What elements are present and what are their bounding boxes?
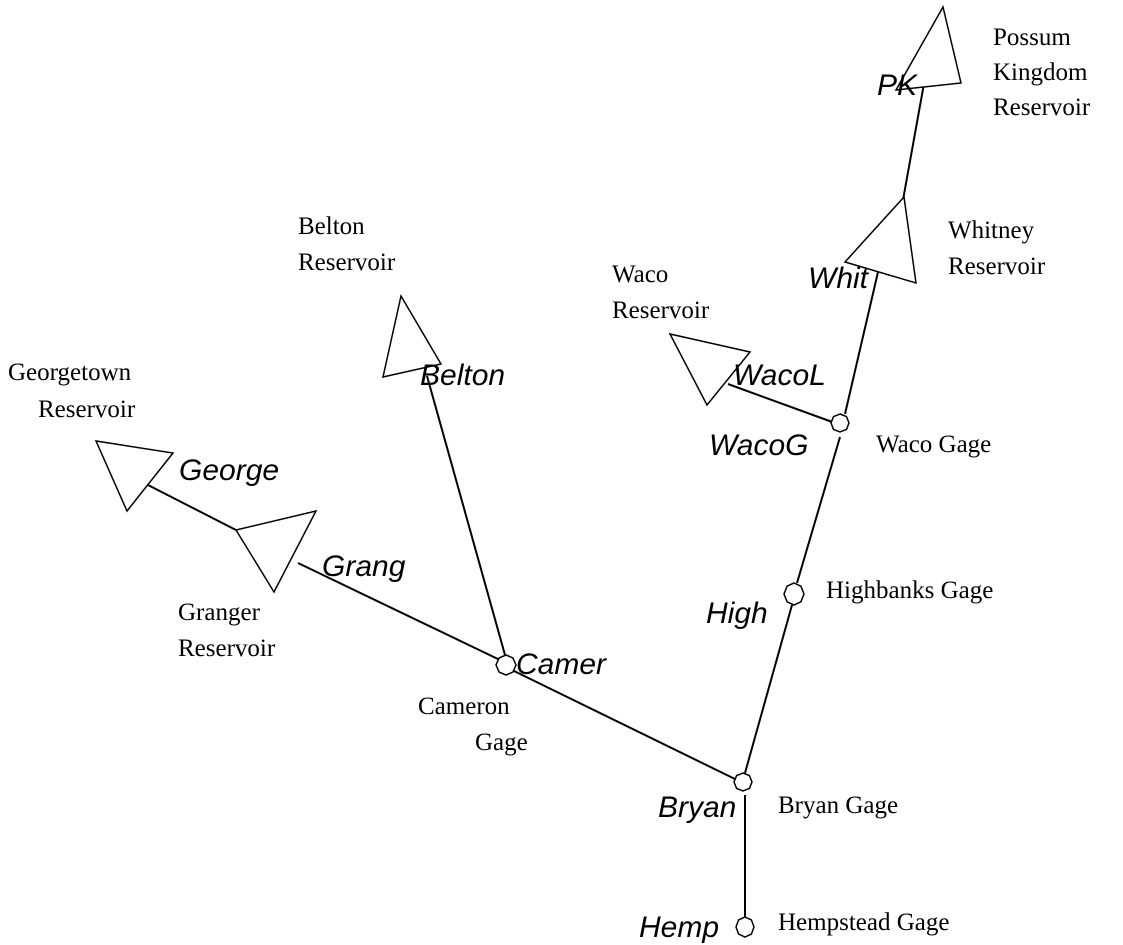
node-id-high: High	[706, 597, 768, 630]
reservoir-wacol	[668, 332, 752, 407]
gage-name-camer: Cameron Gage	[418, 693, 528, 756]
reservoir-george	[94, 440, 175, 513]
node-id-pk: PK	[877, 69, 919, 102]
node-id-bryan: Bryan	[658, 791, 736, 824]
node-id-grang: Grang	[322, 550, 406, 583]
reach-camer-bryan	[511, 669, 738, 781]
reservoir-triangle-icon	[234, 509, 318, 594]
reach-wacog-high	[796, 436, 841, 584]
gage-bryan	[733, 772, 753, 792]
reach-grang-camer	[297, 562, 501, 661]
gage-octagon-icon	[735, 916, 755, 938]
reach-george-grang	[145, 483, 237, 531]
node-id-wacog: WacoG	[709, 429, 808, 462]
reservoir-belton	[382, 293, 443, 378]
reservoir-name-wacol: Waco Reservoir	[612, 261, 710, 324]
node-id-wacol: WacoL	[733, 359, 826, 392]
reach-belton-camer	[426, 375, 506, 656]
gage-octagon-icon	[495, 654, 517, 676]
node-id-whit: Whit	[808, 262, 870, 295]
node-id-george: George	[179, 454, 279, 487]
gage-name-bryan: Bryan Gage	[778, 792, 898, 819]
river-reaches	[145, 77, 926, 917]
reservoir-triangle-icon	[94, 440, 175, 513]
reservoir-triangle-icon	[382, 293, 443, 378]
gage-camer	[495, 654, 517, 676]
gage-name-hemp: Hempstead Gage	[778, 909, 949, 936]
reach-pk-whit	[902, 77, 926, 201]
reservoir-whit	[843, 195, 917, 285]
reservoir-name-belton: Belton Reservoir	[298, 213, 396, 276]
reservoir-pk	[894, 4, 962, 91]
node-id-hemp: Hemp	[639, 911, 719, 944]
node-id-camer: Camer	[516, 648, 607, 681]
reservoir-name-grang: Granger Reservoir	[178, 599, 276, 662]
gage-octagon-icon	[783, 582, 805, 606]
gage-octagon-icon	[830, 413, 850, 433]
gage-wacog	[830, 413, 850, 433]
reach-wacol-wacog	[727, 383, 836, 424]
node-ids: PK Whit WacoL Belton George Grang WacoG …	[179, 69, 919, 944]
reservoir-name-whit: Whitney Reservoir	[948, 217, 1046, 280]
node-id-belton: Belton	[420, 359, 505, 392]
reach-high-bryan	[744, 604, 793, 774]
gage-name-wacog: Waco Gage	[876, 431, 991, 458]
reach-whit-wacog	[844, 271, 879, 415]
gage-name-high: Highbanks Gage	[826, 577, 993, 604]
reservoir-triangle-icon	[894, 4, 962, 91]
reservoir-triangle-icon	[668, 332, 752, 407]
gage-hemp	[735, 916, 755, 938]
reservoir-name-george: Georgetown Reservoir	[8, 359, 137, 423]
gage-octagon-icon	[733, 772, 753, 792]
reservoir-grang	[234, 509, 318, 594]
reservoir-triangle-icon	[843, 195, 917, 285]
node-names: Possum Kingdom Reservoir Whitney Reservo…	[8, 24, 1094, 936]
gage-high	[783, 582, 805, 606]
reservoir-name-pk: Possum Kingdom Reservoir	[993, 24, 1094, 121]
